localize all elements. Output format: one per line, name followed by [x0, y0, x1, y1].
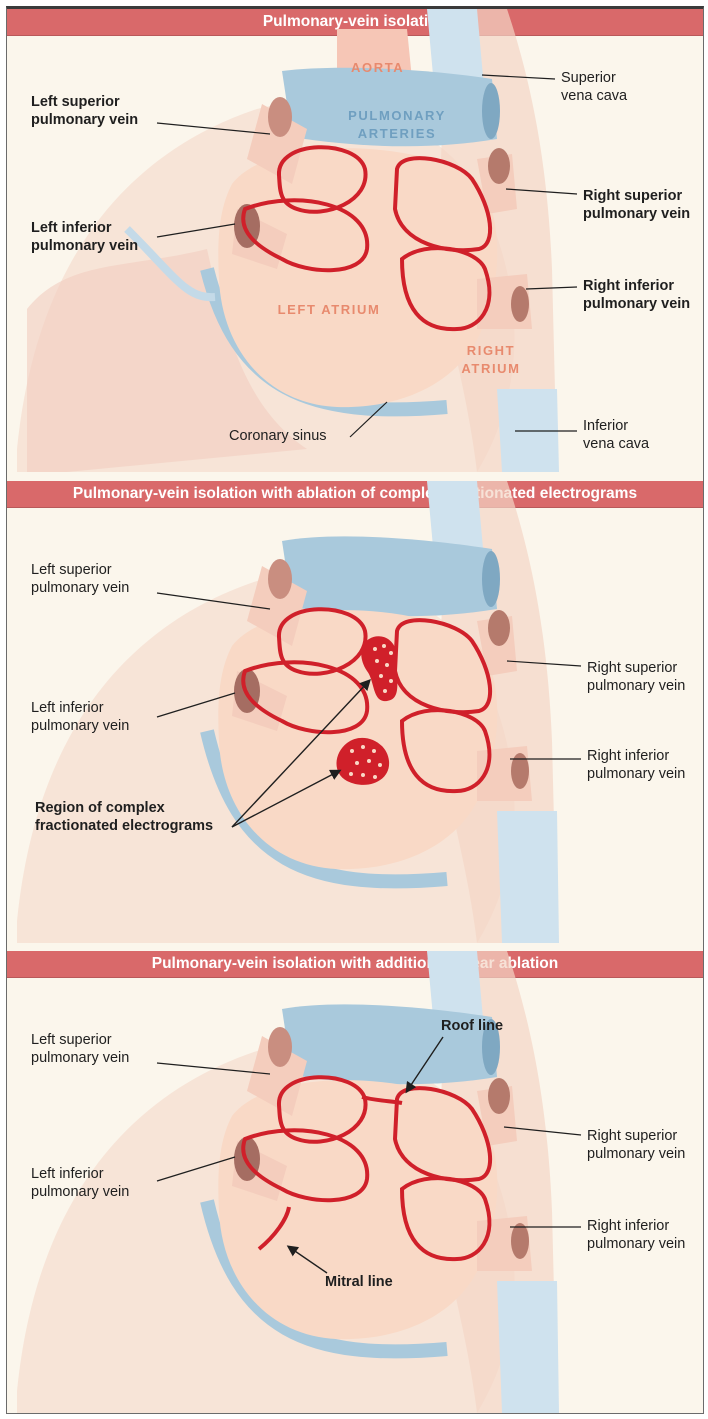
left-superior-pv-label-line2: pulmonary vein — [31, 579, 129, 597]
left-inferior-pv-label-line1: Left inferior — [31, 699, 104, 717]
left-inferior-pv-label-line2: pulmonary vein — [31, 717, 129, 735]
left-atrium-label: LEFT ATRIUM — [269, 301, 389, 318]
right-atrium-label-line2: ATRIUM — [451, 360, 531, 377]
pulmonary-arteries-label-line2: ARTERIES — [337, 125, 457, 142]
right-superior-pv-label-line2: pulmonary vein — [587, 677, 685, 695]
coronary-sinus-label: Coronary sinus — [229, 427, 327, 445]
right-inferior-pv-label-line1: Right inferior — [587, 747, 669, 765]
left-superior-pv-label-line2: pulmonary vein — [31, 1049, 129, 1067]
left-inferior-pv-label-line1: Left inferior — [31, 1165, 104, 1183]
cfe-region-label-line2: fractionated electrograms — [35, 817, 213, 835]
right-inferior-pv-label-line2: pulmonary vein — [587, 1235, 685, 1253]
right-inferior-pv-label-line1: Right inferior — [583, 277, 674, 295]
svc-label-line2: vena cava — [561, 87, 627, 105]
right-superior-pv-label-line1: Right superior — [587, 1127, 677, 1145]
mitral-line-label: Mitral line — [325, 1273, 393, 1291]
left-superior-pv-label-line1: Left superior — [31, 561, 112, 579]
panel-pv-isolation: Pulmonary-vein isolation — [7, 9, 703, 472]
aorta-label: AORTA — [351, 59, 404, 76]
left-inferior-pv-label-line2: pulmonary vein — [31, 237, 138, 255]
left-inferior-pv-label-line2: pulmonary vein — [31, 1183, 129, 1201]
figure-frame: Pulmonary-vein isolation — [6, 6, 704, 1414]
right-inferior-pv-label-line1: Right inferior — [587, 1217, 669, 1235]
left-inferior-pv-label-line1: Left inferior — [31, 219, 112, 237]
right-inferior-pv-label-line2: pulmonary vein — [587, 765, 685, 783]
panel-pv-isolation-linear: Pulmonary-vein isolation with additional… — [7, 951, 703, 1413]
right-superior-pv-label-line2: pulmonary vein — [583, 205, 690, 223]
right-inferior-pv-label-line2: pulmonary vein — [583, 295, 690, 313]
left-superior-pv-label-line1: Left superior — [31, 93, 120, 111]
ivc-label-line1: Inferior — [583, 417, 628, 435]
heart-illustration-3 — [7, 951, 703, 1413]
right-superior-pv-label-line1: Right superior — [583, 187, 682, 205]
left-superior-pv-label-line1: Left superior — [31, 1031, 112, 1049]
right-superior-pv-label-line2: pulmonary vein — [587, 1145, 685, 1163]
ivc-label-line2: vena cava — [583, 435, 649, 453]
right-atrium-label-line1: RIGHT — [451, 342, 531, 359]
cfe-region-label-line1: Region of complex — [35, 799, 165, 817]
heart-illustration-2 — [7, 481, 703, 943]
right-superior-pv-label-line1: Right superior — [587, 659, 677, 677]
panel-pv-isolation-cfe: Pulmonary-vein isolation with ablation o… — [7, 481, 703, 943]
left-superior-pv-label-line2: pulmonary vein — [31, 111, 138, 129]
svc-label-line1: Superior — [561, 69, 616, 87]
roof-line-label: Roof line — [441, 1017, 503, 1035]
pulmonary-arteries-label-line1: PULMONARY — [337, 107, 457, 124]
